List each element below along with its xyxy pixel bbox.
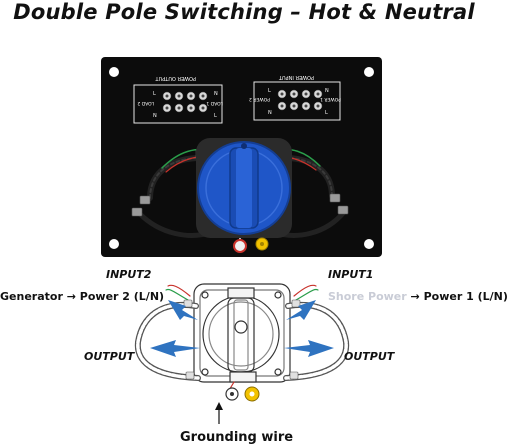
- ground-terminals-drawing: [225, 386, 260, 402]
- terminal-l: L: [325, 110, 328, 116]
- switch-illustration: POWER OUTPUT LOAD 2 LOAD 1 L N N L: [101, 57, 382, 424]
- diagram-title: Double Pole Switching – Hot & Neutral: [13, 0, 475, 24]
- power-input-heading: POWER INPUT: [278, 74, 314, 80]
- arrow-icon: →: [66, 290, 76, 303]
- power-output-heading: POWER OUTPUT: [155, 75, 196, 81]
- load-1-label: LOAD 1: [206, 100, 223, 106]
- grounding-wire-label: Grounding wire: [180, 430, 294, 445]
- shore-power-1-label: Shore Power → Power 1 (L/N): [328, 290, 508, 303]
- blue-arrows: [150, 300, 334, 357]
- terminal-l: L: [268, 88, 271, 94]
- output-left-label: OUTPUT: [84, 350, 135, 363]
- terminal-n: N: [325, 88, 329, 94]
- generator-label: Generator: [0, 290, 63, 303]
- shore-power-label: Shore Power: [328, 290, 407, 303]
- terminal-n: N: [153, 113, 157, 119]
- power-input-terminal-block: POWER INPUT POWER 2 POWER 1 L N N L: [249, 74, 341, 121]
- power-2-label: POWER 2: [249, 96, 270, 102]
- switch-line-drawing: [193, 283, 291, 383]
- arrow-icon: →: [410, 290, 420, 303]
- rotary-knob: [196, 138, 292, 238]
- power-1-label: POWER 1: [320, 96, 341, 102]
- power-1-label: Power 1 (L/N): [423, 290, 508, 303]
- terminal-l: L: [153, 91, 156, 97]
- ground-screws: [233, 237, 269, 253]
- terminal-n: N: [268, 110, 272, 116]
- output-right-label: OUTPUT: [344, 350, 395, 363]
- terminal-n: N: [214, 91, 218, 97]
- bottom-lugs: [183, 299, 301, 380]
- generator-power-2-label: Generator → Power 2 (L/N): [0, 290, 164, 303]
- ground-pointer-arrow: [215, 402, 223, 424]
- terminal-l: L: [214, 113, 217, 119]
- power-output-terminal-block: POWER OUTPUT LOAD 2 LOAD 1 L N N L: [133, 75, 223, 124]
- conduit-wires: [134, 284, 350, 393]
- power-2-label: Power 2 (L/N): [79, 290, 165, 303]
- input2-label: INPUT2: [106, 268, 152, 281]
- load-2-label: LOAD 2: [137, 100, 154, 106]
- input1-label: INPUT1: [328, 268, 374, 281]
